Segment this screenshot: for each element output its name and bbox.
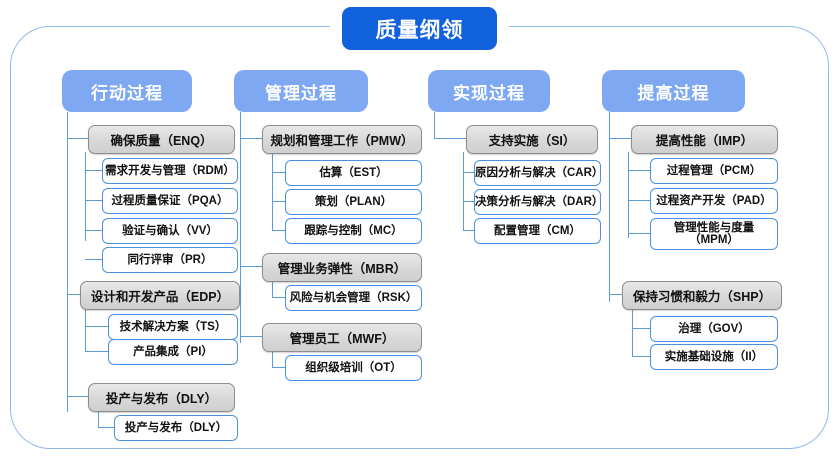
column-header-4[interactable]: 提高过程	[602, 70, 745, 112]
group-box-imp[interactable]: 提高性能（IMP）	[631, 125, 778, 154]
branch-line-si	[463, 152, 465, 230]
branch-line-enq	[85, 152, 87, 241]
trunk-line-col4	[609, 112, 611, 302]
leaf-car[interactable]: 原因分析与解决（CAR）	[474, 160, 603, 186]
child-stub-rsk	[272, 297, 285, 299]
child-stub-pcm	[628, 170, 650, 172]
leaf-rsk[interactable]: 风险与机会管理（RSK）	[285, 285, 422, 311]
trunk-line-col1	[67, 112, 69, 412]
column-header-2[interactable]: 管理过程	[234, 70, 368, 112]
branch-line-dly	[98, 410, 100, 427]
leaf-mpm[interactable]: 管理性能与度量（MPM）	[650, 218, 778, 250]
leaf-gov[interactable]: 治理（GOV）	[650, 316, 778, 342]
child-stub-car	[463, 172, 474, 174]
branch-line-mwf	[272, 350, 274, 367]
leaf-pi[interactable]: 产品集成（PI）	[108, 339, 238, 365]
child-stub-pad	[628, 200, 650, 202]
child-stub-ts	[85, 326, 108, 328]
frame-gap-right	[495, 20, 509, 38]
child-stub-mpm	[628, 233, 650, 235]
stub-col2-grp3	[240, 336, 262, 338]
child-stub-ot	[272, 367, 285, 369]
group-box-pmw[interactable]: 规划和管理工作（PMW）	[262, 125, 422, 154]
child-stub-cm	[463, 230, 474, 232]
stub-col4-grp2	[609, 294, 622, 296]
leaf-vv[interactable]: 验证与确认（VV）	[102, 218, 238, 244]
leaf-plan[interactable]: 策划（PLAN）	[285, 189, 422, 215]
leaf-ot[interactable]: 组织级培训（OT）	[285, 355, 422, 381]
leaf-est[interactable]: 估算（EST）	[285, 160, 422, 186]
stub-col2-grp2	[240, 266, 262, 268]
child-stub-gov	[632, 328, 650, 330]
child-stub-vv	[85, 230, 102, 232]
leaf-rdm[interactable]: 需求开发与管理（RDM）	[102, 158, 238, 184]
group-box-si[interactable]: 支持实施（SI）	[466, 125, 598, 154]
group-box-enq[interactable]: 确保质量（ENQ）	[88, 125, 235, 154]
branch-line-imp	[628, 152, 630, 238]
stub-col4-grp1	[609, 138, 631, 140]
child-stub-est	[272, 172, 285, 174]
child-stub-pqa	[85, 200, 102, 202]
leaf-ts[interactable]: 技术解决方案（TS）	[108, 314, 238, 340]
child-stub-pi	[85, 351, 108, 353]
leaf-ii[interactable]: 实施基础设施（II）	[650, 344, 778, 370]
trunk-line-col2	[240, 112, 242, 343]
stub-col3-grp1	[434, 138, 466, 140]
frame-gap-left	[330, 20, 344, 38]
leaf-dar[interactable]: 决策分析与解决（DAR）	[474, 189, 603, 215]
child-stub-rdm	[85, 170, 102, 172]
trunk-line-col3	[434, 112, 436, 138]
child-stub-dly	[98, 427, 114, 429]
stub-col1-grp1	[67, 138, 88, 140]
leaf-pad[interactable]: 过程资产开发（PAD）	[650, 188, 778, 214]
group-box-shp[interactable]: 保持习惯和毅力（SHP）	[622, 281, 782, 310]
branch-line-mbr	[272, 280, 274, 297]
leaf-dly[interactable]: 投产与发布（DLY）	[114, 415, 238, 441]
child-stub-ii	[632, 356, 650, 358]
stub-col2-grp1	[240, 138, 262, 140]
leaf-pcm[interactable]: 过程管理（PCM）	[650, 158, 778, 184]
child-stub-pr	[85, 259, 102, 261]
group-box-mbr[interactable]: 管理业务弹性（MBR）	[262, 253, 422, 282]
column-header-3[interactable]: 实现过程	[428, 70, 550, 112]
leaf-pr[interactable]: 同行评审（PR）	[102, 247, 238, 273]
child-stub-mc	[272, 230, 285, 232]
leaf-mc[interactable]: 跟踪与控制（MC）	[285, 218, 422, 244]
group-box-mwf[interactable]: 管理员工（MWF）	[262, 323, 422, 352]
child-stub-dar	[463, 201, 474, 203]
stub-col1-grp2	[67, 294, 80, 296]
child-stub-plan	[272, 201, 285, 203]
group-box-dly[interactable]: 投产与发布（DLY）	[88, 383, 235, 412]
leaf-pqa[interactable]: 过程质量保证（PQA）	[102, 188, 238, 214]
branch-line-pmw	[272, 152, 274, 230]
stub-col1-grp3	[67, 396, 88, 398]
branch-line-edp	[85, 308, 87, 351]
column-header-1[interactable]: 行动过程	[62, 70, 192, 112]
diagram-title: 质量纲领	[342, 7, 497, 50]
leaf-cm[interactable]: 配置管理（CM）	[474, 218, 601, 244]
branch-line-shp	[632, 308, 634, 356]
group-box-edp[interactable]: 设计和开发产品（EDP）	[80, 281, 240, 310]
